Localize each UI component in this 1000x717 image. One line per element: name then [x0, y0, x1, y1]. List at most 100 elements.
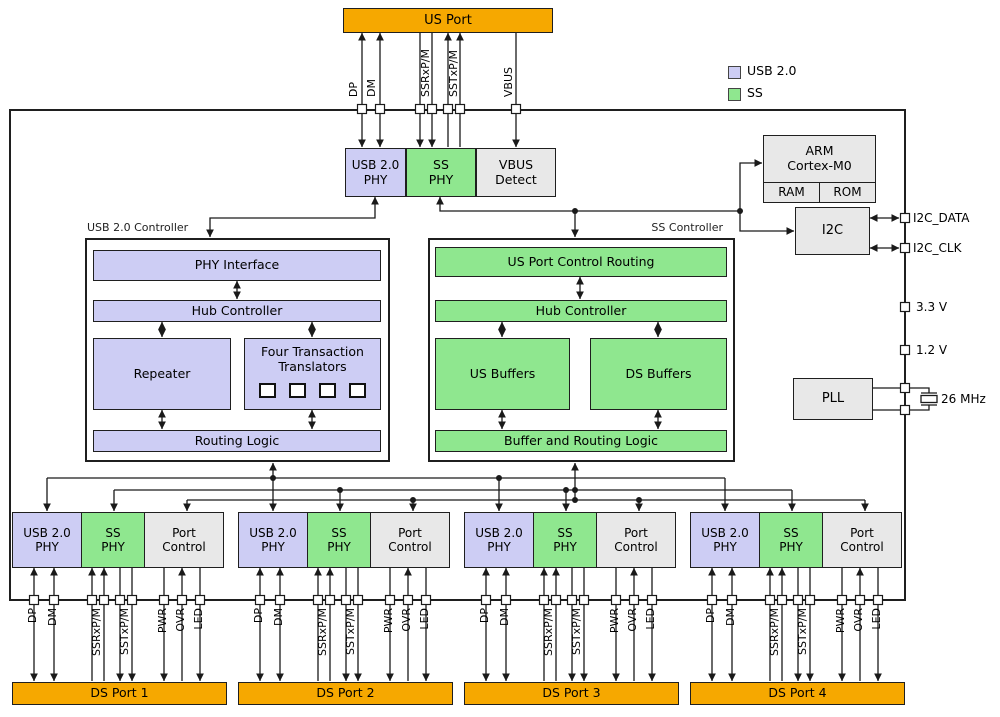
signal-label: LED — [870, 608, 883, 630]
junction-dot — [572, 487, 578, 493]
pin — [899, 404, 911, 416]
signal-label: PWR — [834, 608, 847, 634]
signal-label: DP — [347, 81, 360, 97]
pin — [158, 594, 170, 606]
signal-label: SSRxP/M — [768, 608, 781, 656]
vbus-detect-block: VBUS Detect — [476, 148, 556, 197]
pin — [500, 594, 512, 606]
pin — [899, 242, 911, 254]
pin — [792, 594, 804, 606]
ds-buffers-block: DS Buffers — [590, 338, 727, 410]
junction-dot — [410, 497, 416, 503]
crystal-body — [920, 394, 938, 404]
port-group-1: USB 2.0 PHY SS PHY Port Control — [12, 512, 224, 568]
pin — [176, 594, 188, 606]
translator-slot-icon — [259, 382, 276, 398]
us-ss-phy-block: SS PHY — [406, 148, 476, 197]
wire — [910, 387, 930, 393]
pin — [86, 594, 98, 606]
junction-dot — [636, 497, 642, 503]
pin — [340, 594, 352, 606]
pin — [442, 103, 454, 115]
ss-legend-swatch — [728, 88, 741, 101]
pin — [28, 594, 40, 606]
signal-label: DM — [46, 608, 59, 626]
wire — [739, 159, 763, 211]
pin — [420, 594, 432, 606]
usb2-routing-logic-block: Routing Logic — [93, 430, 381, 452]
signal-label: SSRxP/M — [419, 49, 432, 97]
signal-label: SSTxP/M — [344, 608, 357, 656]
pin — [414, 103, 426, 115]
pin — [578, 594, 590, 606]
pin — [312, 594, 324, 606]
usb2-legend-swatch — [728, 66, 741, 79]
signal-label: LED — [418, 608, 431, 630]
signal-label: PWR — [382, 608, 395, 634]
pin — [899, 344, 911, 356]
signal-label: LED — [192, 608, 205, 630]
junction-dot — [337, 487, 343, 493]
signal-label: SSTxP/M — [118, 608, 131, 656]
signal-label: DM — [498, 608, 511, 626]
pin — [194, 594, 206, 606]
ds2-port-control-block: Port Control — [370, 512, 450, 568]
pin — [374, 103, 386, 115]
signal-label: DM — [365, 79, 378, 97]
wire — [436, 196, 740, 212]
pin — [646, 594, 658, 606]
signal-label: DM — [272, 608, 285, 626]
port-group-4: USB 2.0 PHY SS PHY Port Control — [690, 512, 902, 568]
pin — [899, 212, 911, 224]
i2c-data-pin-label: I2C_DATA — [913, 211, 970, 225]
signal-label: SSRxP/M — [316, 608, 329, 656]
ss-hub-controller-block: Hub Controller — [435, 300, 727, 322]
transaction-translators-label: Four Transaction Translators — [261, 344, 364, 374]
pin — [254, 594, 266, 606]
pin — [872, 594, 884, 606]
pin — [899, 382, 911, 394]
signal-label: SSRxP/M — [542, 608, 555, 656]
us-buffers-block: US Buffers — [435, 338, 570, 410]
ss-controller-title: SS Controller — [651, 221, 723, 234]
us-port-control-routing-block: US Port Control Routing — [435, 247, 727, 277]
signal-label: OVR — [174, 608, 187, 632]
pin — [899, 301, 911, 313]
signal-label: SSTxP/M — [796, 608, 809, 656]
supply-3v3-label: 3.3 V — [916, 300, 948, 314]
ds1-ss-phy-block: SS PHY — [80, 512, 146, 568]
ss-legend-label: SS — [747, 85, 763, 100]
pin — [628, 594, 640, 606]
ds1-usb2-phy-block: USB 2.0 PHY — [12, 512, 82, 568]
ds3-ss-phy-block: SS PHY — [532, 512, 598, 568]
transaction-translators-block: Four Transaction Translators — [244, 338, 381, 410]
signal-label: VBUS — [502, 66, 515, 97]
ss-controller-box — [428, 238, 735, 462]
usb2-hub-controller-block: Hub Controller — [93, 300, 381, 322]
arm-cortex-m0-block: ARM Cortex-M0 RAM ROM — [763, 135, 876, 203]
translator-slot-icon — [319, 382, 336, 398]
translator-slot-icon — [289, 382, 306, 398]
ds-port-2-box: DS Port 2 — [238, 682, 453, 705]
crystal-icon — [921, 392, 937, 406]
ds2-usb2-phy-block: USB 2.0 PHY — [238, 512, 308, 568]
signal-label: PWR — [156, 608, 169, 634]
wire — [206, 196, 379, 238]
ds-port-4-box: DS Port 4 — [690, 682, 905, 705]
us-port-box: US Port — [343, 8, 553, 33]
translator-slot-icon — [349, 382, 366, 398]
ds4-ss-phy-block: SS PHY — [758, 512, 824, 568]
usb2-legend-label: USB 2.0 — [747, 63, 797, 78]
junction-dot — [572, 497, 578, 503]
clock-26mhz-label: 26 MHz — [941, 392, 986, 406]
arm-name: ARM Cortex-M0 — [787, 143, 852, 173]
wire — [910, 405, 930, 411]
pll-block: PLL — [793, 378, 873, 420]
pin — [706, 594, 718, 606]
pin — [98, 594, 110, 606]
pin — [402, 594, 414, 606]
pin — [48, 594, 60, 606]
junction-dot — [572, 208, 578, 214]
pin — [726, 594, 738, 606]
